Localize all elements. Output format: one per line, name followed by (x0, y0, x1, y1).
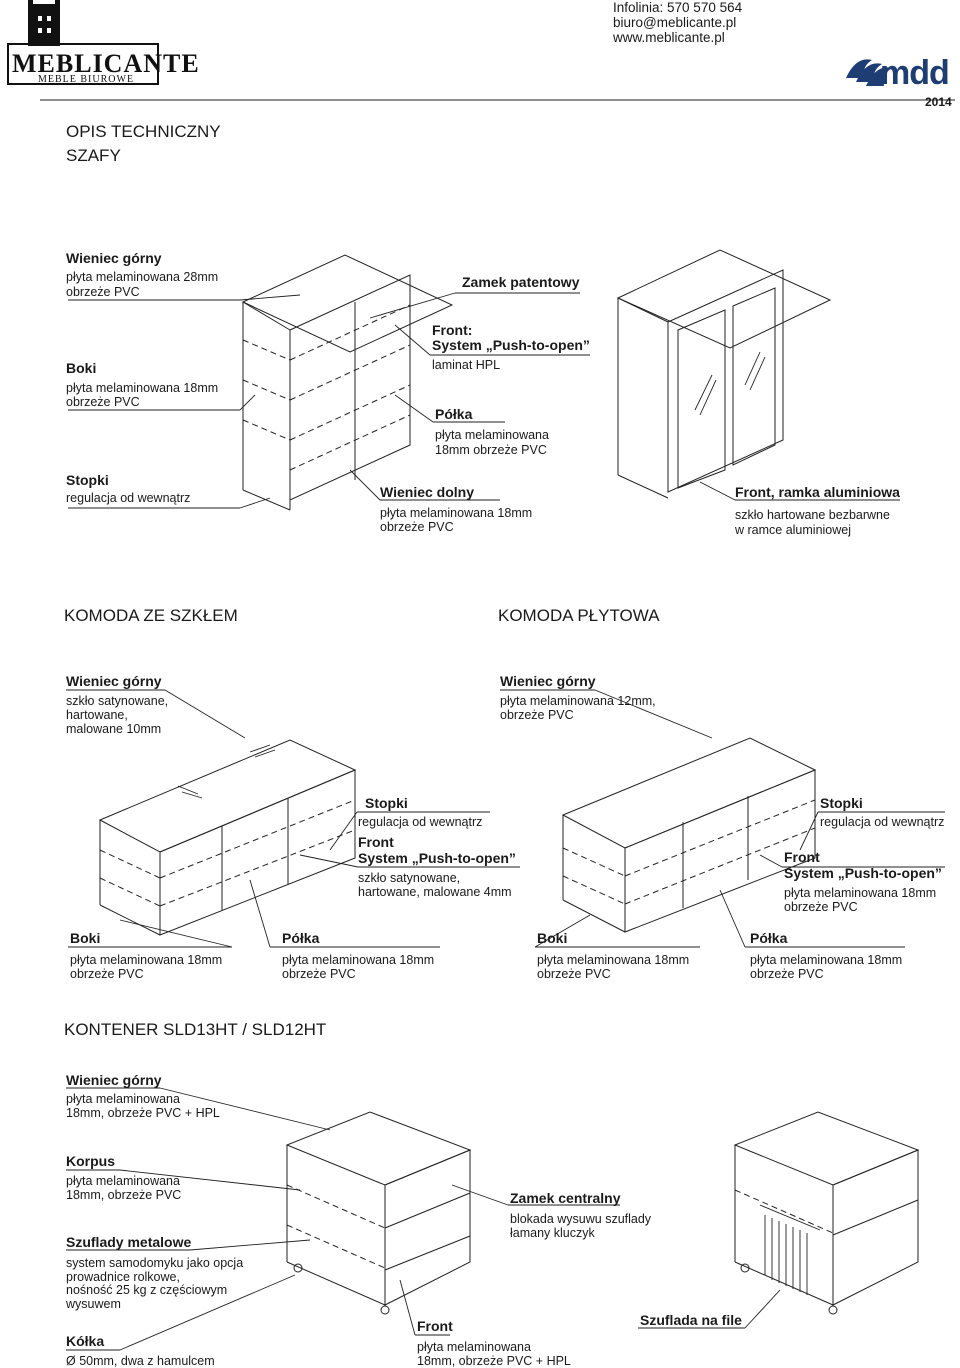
komoda-b-boki-d1: płyta melaminowana 18mm (537, 953, 690, 967)
logo-name: MEBLICANTE (12, 49, 200, 78)
kontener-szuflady-d4: wysuwem (66, 1297, 121, 1311)
szafy-wieniec-title: Wieniec górny (66, 250, 162, 266)
kontener-kolka-title: Kółka (66, 1333, 105, 1349)
kontener-szuflady-d1: system samodomyku jako opcja (66, 1256, 244, 1270)
kontener-korpus-d1: płyta melaminowana (66, 1174, 180, 1188)
szafy-wieniec-d1: płyta melaminowana 28mm (66, 270, 219, 284)
kontener-korpus-title: Korpus (66, 1153, 115, 1169)
logo-sub: MEBLE BIUROWE (38, 74, 135, 85)
kontener-wieniec-title: Wieniec górny (66, 1072, 162, 1088)
doc-title-line1: OPIS TECHNICZNY (66, 122, 221, 141)
kontener-zamek-d2: łamany kluczyk (510, 1226, 595, 1240)
header-year: 2014 (925, 95, 952, 109)
szafy-boki-d2: obrzeże PVC (66, 395, 140, 409)
header-www[interactable]: www.meblicante.pl (613, 30, 725, 45)
szafy-polka-d2: 18mm obrzeże PVC (435, 443, 547, 457)
komoda-b-polka-title: Półka (750, 930, 788, 946)
komoda-b-front-title2: System „Push-to-open” (784, 865, 942, 881)
komoda-b-wieniec-d1: płyta melaminowana 12mm, (500, 694, 656, 708)
szafy-wieniec-d2: obrzeże PVC (66, 285, 140, 299)
szafy-polka-title: Półka (435, 406, 473, 422)
komoda-b-polka-d2: obrzeże PVC (750, 967, 824, 981)
komoda-b-front-d1: płyta melaminowana 18mm (784, 886, 937, 900)
szafy-front-title2: System „Push-to-open” (432, 337, 590, 353)
kontener-szuflady-d2: prowadnice rolkowe, (66, 1270, 180, 1284)
kontener-szuflada-file-title: Szuflada na file (640, 1312, 742, 1328)
komoda-b-boki-title: Boki (537, 930, 568, 946)
komoda-a-boki-d2: obrzeże PVC (70, 967, 144, 981)
komoda-plyta-title: KOMODA PŁYTOWA (498, 606, 660, 625)
kontener-szuflady-title: Szuflady metalowe (66, 1234, 192, 1250)
komoda-a-boki-d1: płyta melaminowana 18mm (70, 953, 223, 967)
komoda-a-stopki-title: Stopki (365, 795, 408, 811)
komoda-b-front-d2: obrzeże PVC (784, 900, 858, 914)
komoda-b-wieniec-d2: obrzeże PVC (500, 708, 574, 722)
kontener-wieniec-d1: płyta melaminowana (66, 1092, 180, 1106)
header-email[interactable]: biuro@meblicante.pl (613, 15, 737, 30)
kontener-title: KONTENER SLD13HT / SLD12HT (64, 1020, 327, 1039)
komoda-a-wieniec-d1: szkło satynowane, (66, 694, 169, 708)
komoda-a-front-d2: hartowane, malowane 4mm (358, 885, 512, 899)
kontener-zamek-d1: blokada wysuwu szuflady (510, 1212, 652, 1226)
header-infolinia: Infolinia: 570 570 564 (613, 0, 743, 15)
logo-castle-icon (7, 0, 159, 85)
szafy-front-ramka-d2: w ramce aluminiowej (735, 523, 852, 537)
kontener-korpus-d2: 18mm, obrzeże PVC (66, 1188, 182, 1202)
mdd-logo-icon (846, 59, 892, 86)
komoda-b-front-title1: Front (784, 849, 820, 865)
komoda-b-wieniec-title: Wieniec górny (500, 673, 596, 689)
komoda-b-stopki-d1: regulacja od wewnątrz (820, 815, 945, 829)
komoda-a-polka-d1: płyta melaminowana 18mm (282, 953, 435, 967)
komoda-a-front-title1: Front (358, 834, 394, 850)
szafy-boki-title: Boki (66, 360, 97, 376)
komoda-a-polka-d2: obrzeże PVC (282, 967, 356, 981)
komoda-a-wieniec-title: Wieniec górny (66, 673, 162, 689)
kontener-szuflady-d3: nośność 25 kg z częściowym (66, 1283, 228, 1297)
kontener-front-d1: płyta melaminowana (417, 1340, 531, 1354)
komoda-szklo-title: KOMODA ZE SZKŁEM (64, 606, 238, 625)
szafy-wieniec-dolny-d2: obrzeże PVC (380, 520, 454, 534)
szafy-wieniec-dolny-title: Wieniec dolny (380, 484, 475, 500)
szafy-boki-d1: płyta melaminowana 18mm (66, 381, 219, 395)
szafy-front-d1: laminat HPL (432, 358, 501, 372)
szafy-front-ramka-title: Front, ramka aluminiowa (735, 484, 900, 500)
doc-title-line2: SZAFY (66, 146, 121, 165)
komoda-a-wieniec-d2: hartowane, (66, 708, 128, 722)
szafy-wieniec-dolny-d1: płyta melaminowana 18mm (380, 506, 533, 520)
komoda-a-wieniec-d3: malowane 10mm (66, 722, 162, 736)
szafy-zamek-title: Zamek patentowy (462, 274, 580, 290)
kontener-front-title: Front (417, 1318, 453, 1334)
komoda-a-polka-title: Półka (282, 930, 320, 946)
szafy-front-title1: Front: (432, 322, 473, 338)
komoda-a-front-title2: System „Push-to-open” (358, 850, 516, 866)
kontener-kolka-d1: Ø 50mm, dwa z hamulcem (66, 1354, 215, 1368)
szafy-polka-d1: płyta melaminowana (435, 428, 549, 442)
komoda-b-stopki-title: Stopki (820, 795, 863, 811)
kontener-zamek-title: Zamek centralny (510, 1190, 621, 1206)
szafy-front-ramka-d1: szkło hartowane bezbarwne (735, 508, 890, 522)
szafy-stopki-d1: regulacja od wewnątrz (66, 491, 191, 505)
brand2-logo: mdd (880, 54, 950, 92)
komoda-a-front-d1: szkło satynowane, (358, 871, 461, 885)
komoda-b-polka-d1: płyta melaminowana 18mm (750, 953, 903, 967)
szafy-stopki-title: Stopki (66, 472, 109, 488)
komoda-b-boki-d2: obrzeże PVC (537, 967, 611, 981)
kontener-front-d2: 18mm, obrzeże PVC + HPL (417, 1354, 571, 1368)
kontener-wieniec-d2: 18mm, obrzeże PVC + HPL (66, 1106, 220, 1120)
komoda-a-stopki-d1: regulacja od wewnątrz (358, 815, 483, 829)
komoda-a-boki-title: Boki (70, 930, 101, 946)
